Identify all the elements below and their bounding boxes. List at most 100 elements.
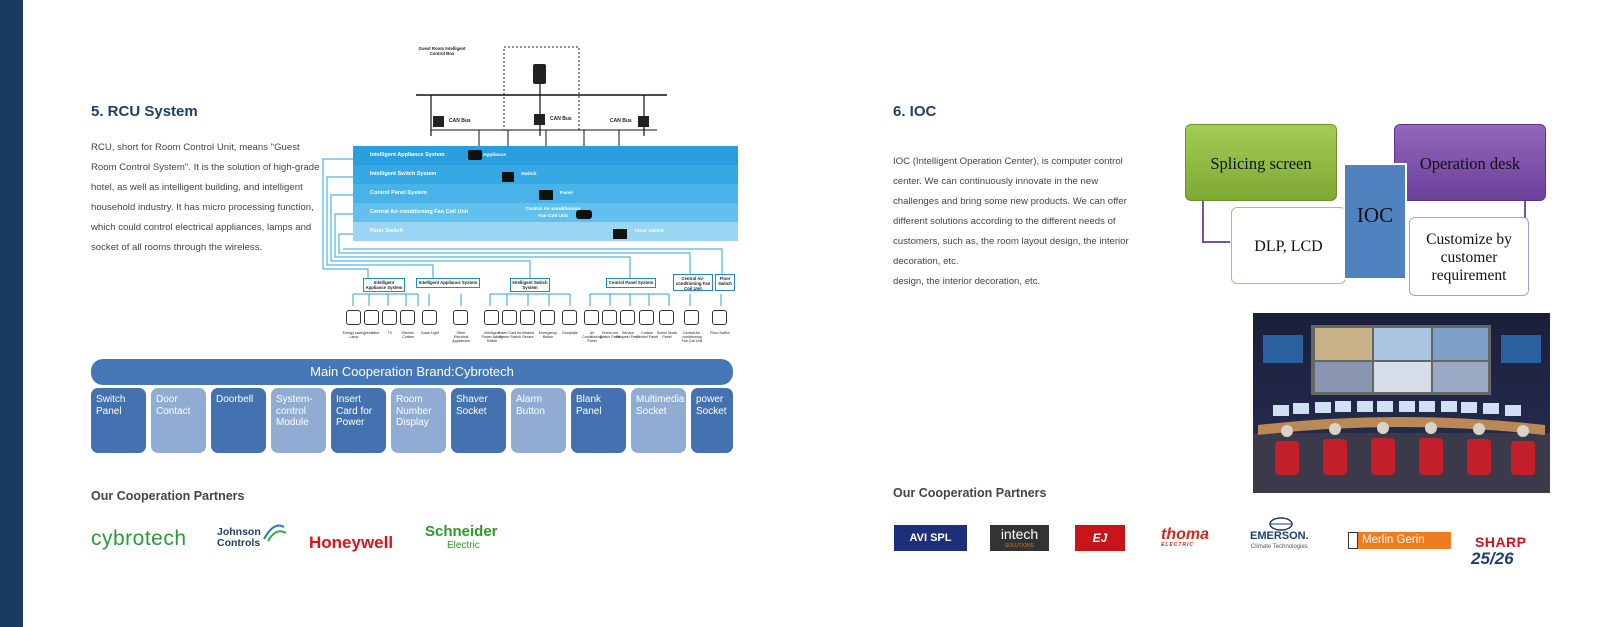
left-edge-bar: [0, 0, 23, 627]
thoma-logo: thoma ELECTRIC: [1161, 526, 1209, 549]
avi-spl-logo: AVI SPL: [894, 525, 967, 551]
rcu-line: RCU, short for Room Control Unit, means …: [91, 142, 300, 153]
sharp-logo: SHARP: [1475, 534, 1527, 550]
service-panel-icon: [620, 310, 635, 325]
tile-line: System-: [276, 394, 313, 405]
sensor-icon: [520, 310, 535, 325]
band-sub-label: Panel: [560, 191, 573, 196]
ioc-line: Customize by: [1426, 231, 1512, 248]
band-appliance-system: Intelligent Appliance System Appliance: [353, 146, 738, 165]
device-label: Other Electrical Appliances: [452, 331, 470, 343]
tile-line: Panel: [96, 405, 122, 417]
floor-switch-icon: [613, 229, 627, 239]
ioc-splicing-screen: Splicing screen: [1185, 124, 1337, 201]
johnson-swirl-icon: [263, 524, 287, 542]
ioc-line: challenges and bring some new products. …: [893, 196, 1127, 207]
checkout-panel-icon: [602, 310, 617, 325]
tile-line: Blank: [576, 394, 602, 405]
logo-line: Schneider: [425, 523, 498, 540]
device-label: Doorplate: [562, 331, 578, 335]
ioc-line: center. We can continuously innovate in …: [893, 176, 1099, 187]
rcu-line: Room Control System". It is the solution…: [91, 162, 320, 173]
rcu-heading: 5. RCU System: [91, 103, 198, 120]
ioc-line: customer: [1440, 249, 1498, 266]
tile-line: Multimedia: [636, 394, 685, 405]
band-label: Intelligent Switch System: [370, 171, 437, 177]
device-label: Air Conditioning Panel: [582, 331, 602, 343]
ventilator-icon: [364, 310, 379, 325]
tile-line: Socket: [696, 405, 727, 417]
device-label: TV: [387, 331, 393, 335]
node-control-panel: Control Panel System: [606, 278, 656, 288]
card-switch-icon: [502, 310, 517, 325]
device-label: Intelligent Power-taking Switch: [481, 331, 503, 343]
ioc-line: different solutions according to the dif…: [893, 216, 1116, 227]
device-label: Infrared Sensor: [521, 331, 535, 339]
johnson-controls-logo: Johnson Controls: [217, 527, 261, 549]
partners-title-right: Our Cooperation Partners: [893, 486, 1047, 500]
power-switch-icon: [484, 310, 499, 325]
logo-line: Controls: [217, 537, 261, 549]
band-switch-system: Intelligent Switch System Switch: [353, 165, 738, 184]
rcu-diagram: Guest Room Intelligent Control Box CAN B…: [318, 44, 750, 354]
band-label: Control Panel System: [370, 190, 427, 196]
tile-line: Socket: [636, 405, 667, 417]
lamp-icon: [346, 310, 361, 325]
can-bus-label: CAN Bus: [610, 118, 632, 124]
control-box-label: Guest Room Intelligent Control Box: [412, 44, 472, 61]
partners-title-left: Our Cooperation Partners: [91, 489, 245, 503]
emerson-logo: EMERSON. Climate Technologies: [1250, 531, 1309, 553]
node-appliance-system: Intelligent Appliance System: [363, 278, 405, 292]
tile-line: control: [276, 405, 307, 417]
rcu-line: which could control electrical appliance…: [91, 222, 312, 233]
ioc-dlp-lcd: DLP, LCD: [1231, 207, 1346, 284]
intech-logo: intech SOLUTIONS: [990, 525, 1049, 551]
fan-coil-icon: [576, 210, 592, 219]
tile-line: Alarm: [516, 394, 543, 405]
tile-line: Number: [396, 405, 432, 417]
rcu-line: household industry. It has micro process…: [91, 202, 314, 213]
page-number: 25/26: [1471, 549, 1514, 568]
ioc-line: design, the interior decoration, etc.: [893, 276, 1041, 287]
tile-line: power: [696, 394, 724, 405]
device-label: Service Request Panel: [616, 331, 640, 339]
ioc-line: decoration, etc.: [893, 256, 959, 267]
appliance-icon: [468, 150, 482, 160]
band-air-conditioning: Central Air-conditioning Fan Coil Unit C…: [353, 203, 738, 222]
can-bus-label: CAN Bus: [449, 118, 471, 124]
tile-line: Contact: [156, 405, 191, 417]
switch-icon: [502, 172, 514, 182]
cybrotech-logo: cybrotech: [91, 527, 187, 550]
tile-line: Door: [156, 394, 178, 405]
tile-line: Button: [516, 405, 545, 417]
main-brand-bar: Main Cooperation Brand:Cybrotech: [91, 359, 733, 385]
device-label: Down Light: [421, 331, 439, 335]
ioc-line: customers, such as, the room layout desi…: [893, 236, 1129, 247]
tile-line: Insert: [336, 394, 362, 405]
scene-panel-icon: [659, 310, 674, 325]
tile-line: Power: [336, 417, 365, 428]
fan-coil-unit-icon: [684, 310, 699, 325]
merlin-gerin-mark-icon: [1348, 532, 1358, 549]
band-label: Central Air-conditioning Fan Coil Unit: [370, 209, 469, 215]
band-sub-label: Central Air-conditioning Fan Coil Unit: [525, 207, 581, 219]
downlight-icon: [422, 310, 437, 325]
band-sub-label: Floor Switch: [635, 229, 664, 234]
ac-panel-icon: [584, 310, 599, 325]
rcu-paragraph: RCU, short for Room Control Unit, means …: [91, 138, 331, 258]
ioc-center: IOC: [1343, 163, 1407, 280]
device-label: Ventilator: [364, 331, 380, 335]
device-label: Scene Mode Panel: [656, 331, 678, 339]
ioc-heading: 6. IOC: [893, 103, 937, 120]
rcu-line: hotel, as well as intelligent building, …: [91, 182, 303, 193]
tv-icon: [382, 310, 397, 325]
panel-icon: [539, 190, 553, 200]
control-room-image: [1253, 313, 1550, 493]
logo-line: thoma: [1161, 526, 1209, 543]
curtain-icon: [400, 310, 415, 325]
plug-icon: [453, 310, 468, 325]
logo-line: Climate Technologies: [1250, 544, 1308, 550]
ioc-operation-desk: Operation desk: [1394, 124, 1546, 201]
